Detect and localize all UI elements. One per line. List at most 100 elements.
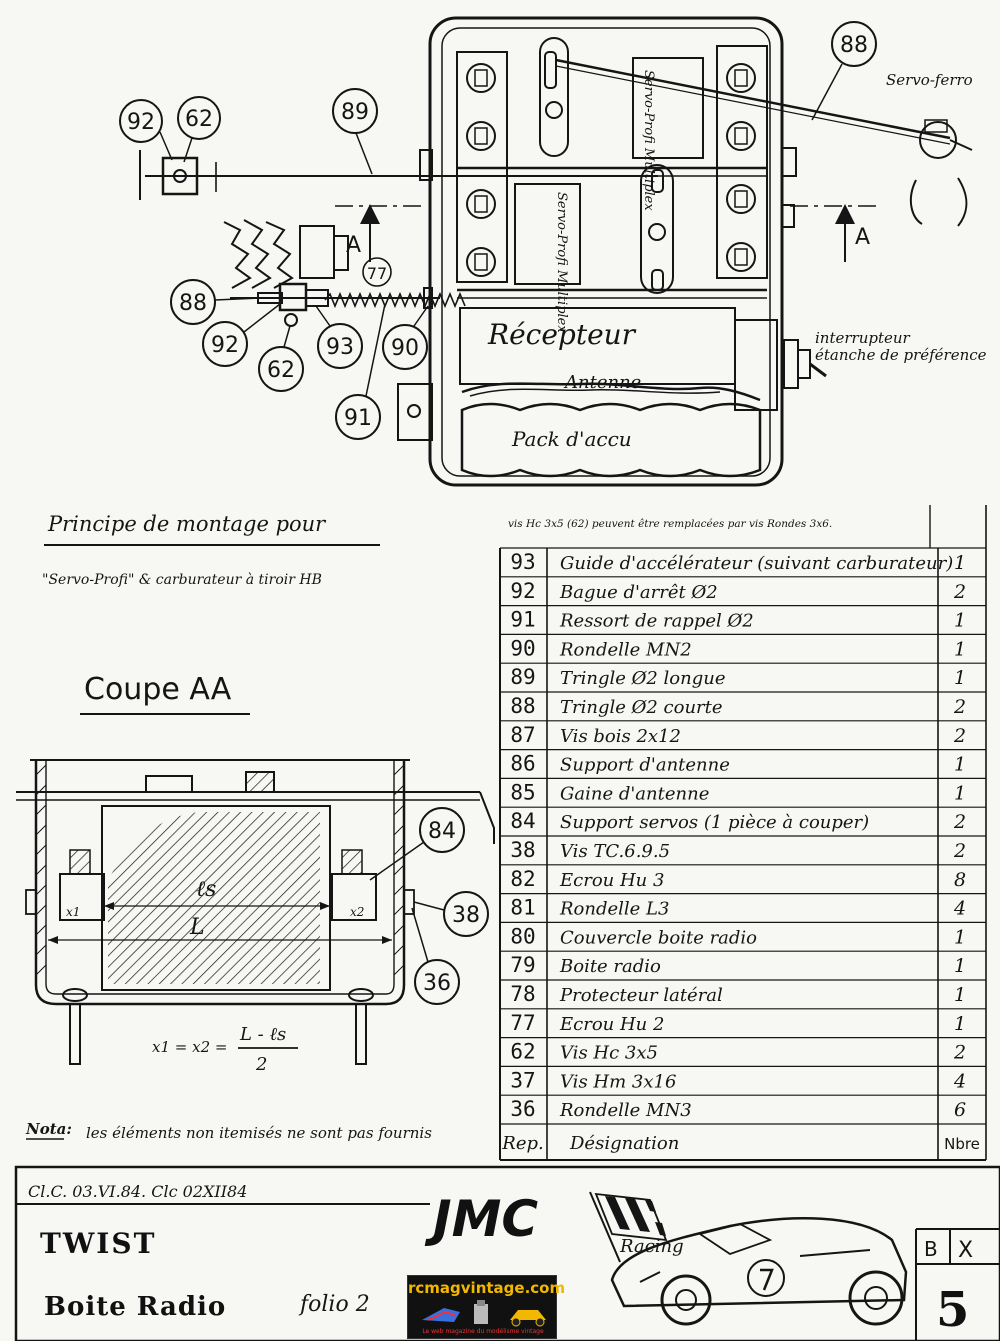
- table-row-rep: 37: [510, 1068, 535, 1092]
- title-block: Cl.C. 03.VI.84. Clc 02XII84 TWIST Boite …: [14, 1165, 1000, 1341]
- table-row-designation: Bague d'arrêt Ø2: [559, 582, 718, 603]
- table-row-qty: 2: [953, 581, 966, 603]
- table-row-qty: 8: [954, 869, 966, 891]
- callout-91: 91: [344, 406, 372, 431]
- receiver-label: Récepteur: [487, 318, 637, 351]
- callout-36: 36: [423, 971, 451, 996]
- table-row-qty: 1: [954, 955, 966, 977]
- subject-name: Boite Radio: [44, 1292, 226, 1322]
- table-header-qty: Nbre: [944, 1135, 980, 1153]
- principle-subtitle: "Servo-Profi" & carburateur à tiroir HB: [42, 572, 322, 588]
- radio-box-plan-view: [397, 16, 827, 487]
- table-row-designation: Vis Hm 3x16: [560, 1071, 676, 1092]
- watermark-subtitle: Le web magazine du modélisme vintage: [422, 1328, 544, 1335]
- table-row-rep: 93: [510, 550, 535, 574]
- section-aa-view: ℓs L x1 x2 84 38 36: [16, 759, 495, 1065]
- table-row-designation: Ecrou Hu 3: [559, 870, 664, 891]
- switch-label-line1: interrupteur: [815, 329, 911, 347]
- section-line-aa: A A: [335, 204, 880, 262]
- table-row-qty: 6: [954, 1099, 966, 1121]
- formula-lhs: x1 = x2 =: [152, 1038, 227, 1056]
- dimension-ls-label: ℓs: [196, 877, 216, 902]
- table-row-rep: 86: [510, 752, 535, 776]
- formula-denominator: 2: [255, 1054, 267, 1075]
- callout-88-left: 88: [179, 291, 207, 316]
- table-row-designation: Vis Hc 3x5: [560, 1043, 658, 1064]
- race-car-icon: [610, 1217, 908, 1326]
- drawing-reference: Cl.C. 03.VI.84. Clc 02XII84: [28, 1182, 247, 1201]
- table-row-rep: 90: [510, 636, 535, 660]
- table-row-rep: 92: [510, 579, 535, 603]
- section-arrow-left-label: A: [346, 233, 361, 258]
- table-row-rep: 88: [510, 694, 535, 718]
- note-label: Nota:: [25, 1120, 72, 1138]
- table-row-rep: 36: [510, 1097, 535, 1121]
- table-row-designation: Rondelle MN3: [559, 1100, 692, 1121]
- table-header-designation: Désignation: [569, 1133, 679, 1154]
- dimension-x1-label: x1: [66, 905, 80, 919]
- table-row-qty: 2: [953, 840, 966, 862]
- table-row-qty: 1: [954, 638, 966, 660]
- antenna-label: Antenne: [563, 372, 641, 393]
- table-row-qty: 1: [954, 754, 966, 776]
- table-row-designation: Tringle Ø2 longue: [560, 668, 726, 689]
- section-arrow-right-label: A: [855, 225, 870, 250]
- table-row-rep: 80: [510, 924, 535, 948]
- table-row-designation: Boite radio: [559, 956, 661, 977]
- throttle-linkage: [139, 58, 973, 327]
- watermark-title: rcmagvintage.com: [408, 1279, 566, 1297]
- section-title: Coupe AA: [84, 672, 232, 707]
- table-row-designation: Vis TC.6.9.5: [560, 841, 670, 862]
- table-row-rep: 89: [510, 665, 535, 689]
- table-row-designation: Couvercle boite radio: [560, 927, 757, 948]
- callout-92-top: 92: [127, 110, 155, 135]
- servo-screws: [466, 63, 756, 277]
- callout-77: 77: [367, 264, 387, 283]
- folio-label: folio 2: [298, 1292, 370, 1317]
- switch-label-line2: étanche de préférence: [815, 346, 987, 364]
- table-row-rep: 87: [510, 723, 535, 747]
- callout-93: 93: [326, 335, 354, 360]
- table-row-rep: 81: [510, 896, 535, 920]
- table-row-qty: 1: [954, 610, 966, 632]
- table-footnote: vis Hc 3x5 (62) peuvent être remplacées …: [508, 518, 832, 530]
- table-row-rep: 85: [510, 780, 535, 804]
- table-row-rep: 79: [510, 953, 535, 977]
- callout-90: 90: [391, 336, 419, 361]
- note-text: les éléments non itemisés ne sont pas fo…: [86, 1124, 432, 1142]
- table-row-rep: 77: [510, 1011, 535, 1035]
- callout-89: 89: [341, 100, 369, 125]
- table-row-rep: 38: [510, 838, 535, 862]
- table-row-designation: Ecrou Hu 2: [559, 1014, 664, 1035]
- servo-ferro-label: Servo-ferro: [886, 71, 973, 89]
- table-row-rep: 91: [510, 608, 535, 632]
- checkered-flag-icon: [589, 1191, 668, 1263]
- callout-88-top: 88: [840, 33, 868, 58]
- servo-label-left: Servo-Profi Multiplex: [554, 192, 569, 333]
- table-row-designation: Gaine d'antenne: [560, 783, 709, 804]
- watermark-icons: [422, 1300, 546, 1327]
- callout-84: 84: [428, 819, 456, 844]
- table-row-rep: 78: [510, 982, 535, 1006]
- revision-x: X: [958, 1238, 973, 1263]
- table-row-rep: 82: [510, 867, 535, 891]
- table-row-designation: Rondelle MN2: [559, 639, 692, 660]
- table-row-qty: 1: [954, 926, 966, 948]
- table-row-qty: 4: [953, 898, 966, 920]
- formula-numerator: L - ℓs: [239, 1024, 286, 1045]
- table-row-qty: 2: [953, 725, 966, 747]
- table-row-designation: Ressort de rappel Ø2: [559, 611, 754, 632]
- callout-62-top: 62: [185, 107, 213, 132]
- battery-pack-label: Pack d'accu: [511, 427, 632, 451]
- model-name: TWIST: [40, 1227, 156, 1260]
- callout-62-left: 62: [267, 358, 295, 383]
- sheet-number: 5: [936, 1282, 969, 1338]
- watermark-logo: rcmagvintage.com Le web magazine du modé…: [407, 1275, 566, 1339]
- table-row-designation: Vis bois 2x12: [560, 726, 681, 747]
- table-row-designation: Tringle Ø2 courte: [560, 697, 723, 718]
- revision-b: B: [924, 1237, 938, 1261]
- table-row-rep: 62: [510, 1040, 535, 1064]
- table-row-designation: Guide d'accélérateur (suivant carburateu…: [560, 553, 953, 574]
- callout-92-left: 92: [211, 333, 239, 358]
